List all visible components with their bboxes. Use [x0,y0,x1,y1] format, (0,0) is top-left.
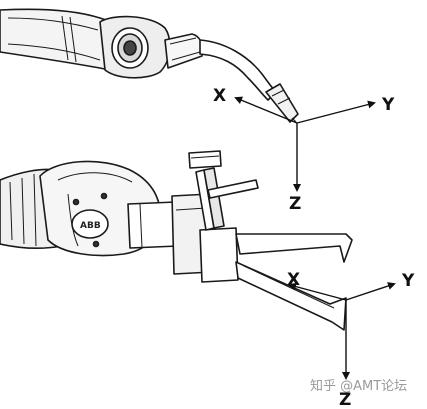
tool-x-axis-label: X [287,270,300,290]
tool-coordinate-frame [288,282,396,380]
watermark-text: 知乎 @AMT论坛 [310,378,407,394]
abb-robot-arm [0,150,353,331]
tool-z-axis-label: Z [339,390,351,409]
welding-robot-arm [0,8,299,123]
torch-coordinate-frame [234,96,376,192]
tool-y-axis-label: Y [401,271,415,291]
torch-y-axis-label: Y [381,95,395,115]
torch-z-axis-label: Z [289,194,301,214]
abb-logo: ABB [80,221,101,231]
torch-x-axis-label: X [213,86,226,106]
